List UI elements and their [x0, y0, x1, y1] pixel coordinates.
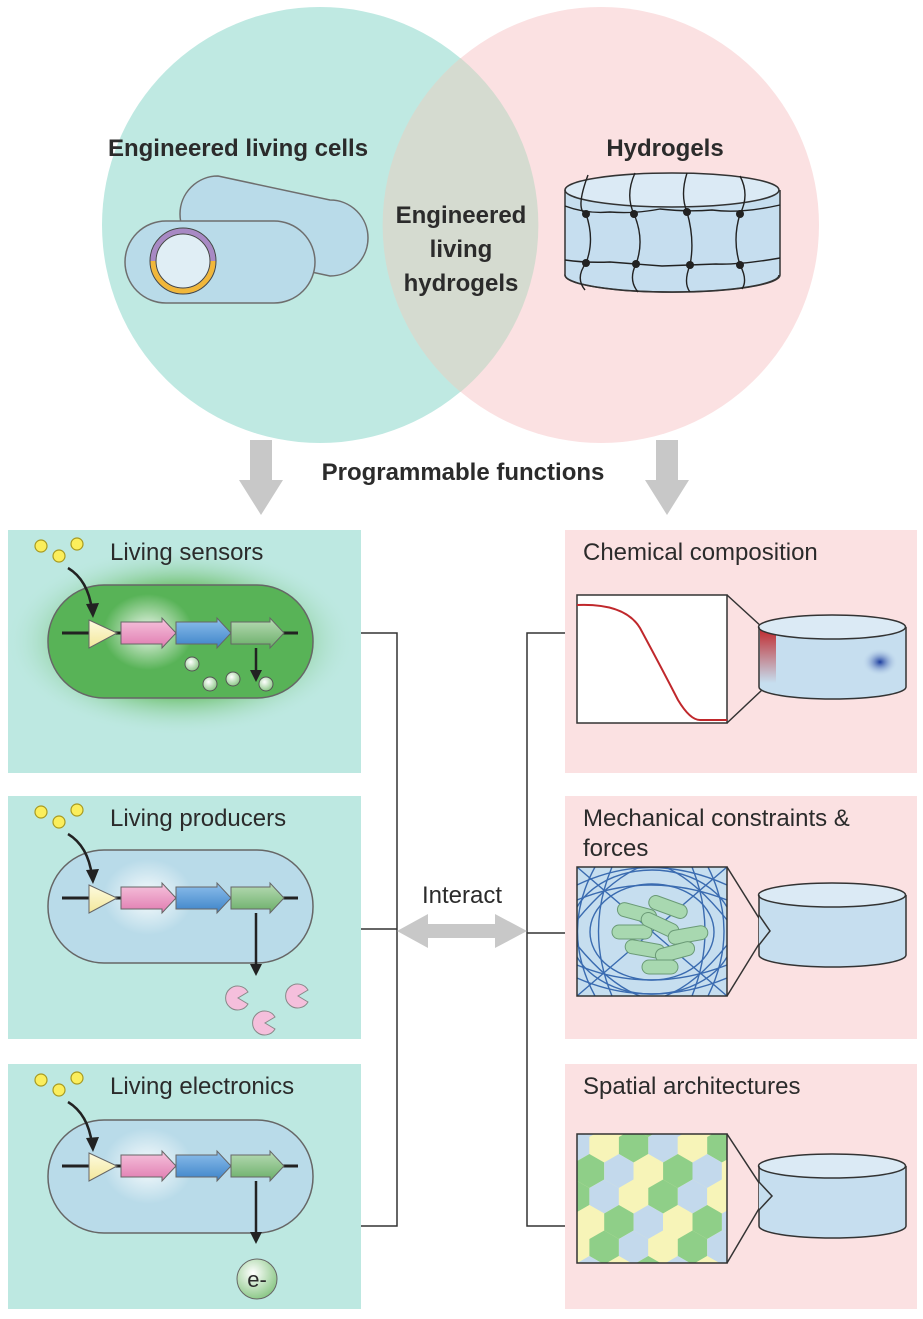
hex-cell: [633, 1154, 664, 1188]
inducer-molecules-icon: [34, 1071, 84, 1097]
spatial-architectures-title: Spatial architectures: [583, 1073, 800, 1100]
hex-cell: [648, 1230, 678, 1263]
living-producers-title: Living producers: [110, 805, 286, 832]
hex-cell: [636, 1256, 661, 1263]
concentration-gradient-curve: [576, 603, 727, 721]
left-down-arrow: [239, 440, 283, 515]
overlap-title-line2: living: [430, 236, 493, 263]
hydrogel-cylinder-chemical: [757, 614, 907, 700]
hex-cell: [606, 1256, 632, 1263]
chemical-composition-panel: Chemical composition: [565, 530, 917, 773]
hex-cell: [648, 1134, 678, 1163]
mechanical-title-line2: forces: [583, 835, 648, 862]
hexagonal-pattern: [577, 1134, 727, 1263]
cell-cluster-icon: [611, 895, 709, 975]
hex-cell: [677, 1179, 708, 1214]
hex-cell: [577, 1154, 605, 1188]
connector-lines: [361, 632, 565, 1227]
hex-cell: [604, 1154, 634, 1188]
interact-double-arrow: [397, 914, 527, 948]
hex-cell: [721, 1159, 727, 1183]
left-circle-title: Engineered living cells: [108, 135, 368, 162]
hex-cell: [577, 1231, 590, 1263]
hex-cell: [692, 1205, 722, 1239]
hex-cell: [663, 1154, 693, 1188]
inducer-molecules-icon: [34, 803, 84, 829]
hex-cell: [577, 1256, 602, 1263]
electron-label: e-: [247, 1267, 267, 1292]
bacteria-icon: [124, 175, 369, 304]
chemical-composition-title: Chemical composition: [583, 539, 818, 566]
spatial-architectures-panel: Spatial architectures: [565, 1064, 917, 1309]
hydrogel-cylinder-spatial: [757, 1153, 907, 1239]
hex-cell: [577, 1205, 605, 1239]
living-sensors-title: Living sensors: [110, 539, 263, 566]
hex-cell: [721, 1210, 727, 1234]
interact-label: Interact: [422, 882, 502, 909]
mechanical-title-line1: Mechanical constraints &: [583, 805, 850, 832]
living-electronics-title: Living electronics: [110, 1073, 294, 1100]
hydrogel-cylinder-icon: [564, 172, 781, 293]
overlap-title-line1: Engineered: [396, 202, 527, 229]
living-sensors-panel: Living sensors: [5, 530, 361, 773]
hex-cell: [589, 1179, 619, 1214]
venn-diagram: Engineered living cells Hydrogels Engine…: [102, 7, 819, 443]
living-electronics-panel: Living electronics e-: [8, 1064, 361, 1309]
hex-cell: [577, 1134, 590, 1162]
hex-cell: [707, 1179, 727, 1214]
hex-cell: [677, 1230, 708, 1263]
hex-cell: [589, 1134, 619, 1163]
hex-cell: [633, 1205, 664, 1239]
hex-cell: [604, 1205, 634, 1239]
hex-cell: [663, 1205, 693, 1239]
hex-cell: [618, 1230, 649, 1263]
genetic-circuit-sensors: [62, 616, 298, 650]
inducer-molecules-icon: [34, 537, 84, 563]
electron-icon: [236, 1258, 278, 1300]
hex-cell: [665, 1256, 690, 1263]
hex-cell: [589, 1230, 619, 1263]
overlap-title-line3: hydrogels: [404, 270, 519, 297]
programmable-functions-heading: Programmable functions: [322, 459, 605, 486]
right-circle-title: Hydrogels: [606, 135, 723, 162]
overlap-lens: [382, 58, 539, 392]
hex-cell: [707, 1230, 727, 1263]
hex-cell: [618, 1134, 649, 1163]
plasmid-icon: [153, 231, 213, 291]
hex-cell: [677, 1134, 708, 1163]
hex-cell: [648, 1179, 678, 1214]
hex-cell: [695, 1256, 720, 1263]
genetic-circuit-producers: [62, 881, 298, 915]
hex-cell: [618, 1179, 649, 1214]
genetic-circuit-electronics: [62, 1149, 298, 1183]
reporter-proteins-icon: [184, 656, 274, 692]
living-producers-panel: Living producers: [8, 796, 361, 1039]
hydrogel-cylinder-mechanical: [757, 882, 907, 968]
mechanical-constraints-panel: Mechanical constraints & forces: [565, 796, 917, 1039]
product-molecules-icon: [225, 983, 309, 1036]
hex-cell: [692, 1154, 722, 1188]
hex-cell: [707, 1134, 727, 1163]
right-down-arrow: [645, 440, 689, 515]
hex-cell: [577, 1180, 590, 1213]
